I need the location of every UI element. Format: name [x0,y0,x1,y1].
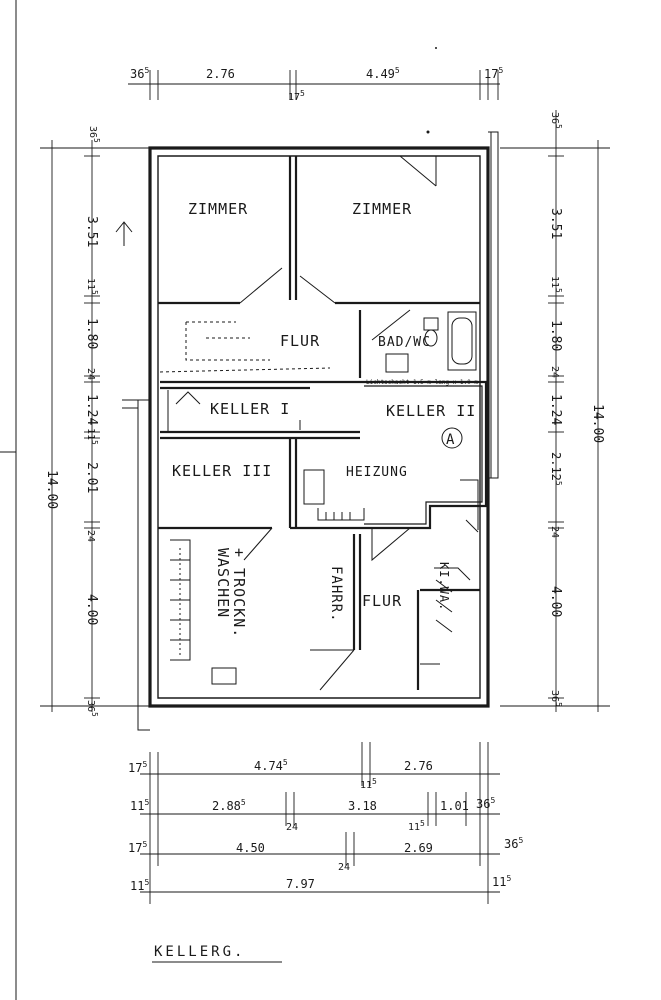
left-light-well [122,399,150,731]
dim-top-e: 175 [288,89,305,103]
dim-bottom-r3-c: 24 [338,862,350,873]
dim-left-t3: 115 [85,278,99,295]
room-label-zimmer-right: ZIMMER [352,200,412,218]
dim-right-r10: 365 [549,690,563,707]
dim-left-t2: 3.51 [84,216,99,247]
dim-left-t8: 2.01 [84,462,99,493]
north-arrow-icon [115,221,133,246]
washbasin [385,353,409,373]
right-dimension-lines [500,110,610,712]
bathtub [447,311,477,371]
dim-bottom-r4-c: 115 [492,874,511,889]
dim-bottom-r2-g: 365 [476,796,495,811]
stray-dot [426,130,430,134]
dim-right-r6: 1.24 [548,394,563,425]
dim-right-total: 14.00 [590,404,605,443]
dim-left-t6: 1.24 [84,394,99,425]
room-label-waschen: WASCHEN [214,548,232,618]
marker-circle [441,427,463,449]
dim-left-t11: 365 [85,700,99,717]
dim-bottom-r3-b: 4.50 [236,841,265,855]
plan-title: KELLERG. [154,944,245,960]
dim-left-total: 14.00 [44,470,59,509]
dim-bottom-r1-c: 115 [360,777,377,791]
marker-label: A [446,432,455,448]
dim-bottom-r2-e: 115 [408,819,425,833]
dim-left-t10: 4.00 [84,594,99,625]
dim-bottom-r1-d: 2.76 [404,759,433,773]
outer-walls [148,146,490,708]
dim-left-t4: 1.80 [84,318,99,349]
dim-left-t7: 115 [85,428,99,445]
dim-top-a: 365 [130,66,149,81]
boiler [303,469,365,521]
dim-right-r9: 4.00 [548,586,563,617]
dim-left-t9: 24 [85,530,96,542]
dim-left-t1: 365 [87,126,101,143]
dim-bottom-r3-e: 365 [504,836,523,851]
room-label-fahrr: FAHRR. [328,566,344,623]
dim-bottom-r1-a: 175 [128,760,147,775]
dim-bottom-r1-b: 4.745 [254,758,288,773]
room-label-flur-bottom: FLUR [362,592,402,610]
dim-bottom-r2-b: 2.885 [212,798,246,813]
corridor-dashes [159,321,331,373]
dim-bottom-r4-b: 7.97 [286,877,315,891]
dim-bottom-r2-f: 1.01 [440,799,469,813]
dim-right-r4: 1.80 [548,320,563,351]
dim-right-r3: 115 [549,276,563,293]
toilet [423,317,439,347]
dim-right-r2: 3.51 [548,208,563,239]
dim-right-r5: 24 [549,366,560,378]
door-swings [167,155,479,691]
dim-right-r1: 365 [549,112,563,129]
room-label-heizung: HEIZUNG [346,465,408,480]
dim-bottom-r3-d: 2.69 [404,841,433,855]
bottom-dimension-lines [140,742,500,904]
drying-racks [170,539,237,685]
dim-right-r8: 24 [549,526,560,538]
dim-right-r7: 2.125 [549,452,563,486]
room-label-keller-1: KELLER I [210,400,290,418]
stray-dot-2 [435,47,437,49]
light-well [488,131,499,479]
dim-top-b: 2.76 [206,67,235,81]
dim-bottom-r2-c: 24 [286,822,298,833]
dim-bottom-r3-a: 175 [128,840,147,855]
dim-top-d: 175 [484,66,503,81]
top-dimension-line [128,70,500,100]
room-label-bad-wc: BAD/WC [378,335,431,350]
room-label-keller-3: KELLER III [172,462,272,480]
room-label-zimmer-left: ZIMMER [188,200,248,218]
room-label-trockn: + TROCKN. [230,548,248,638]
dim-top-c: 4.495 [366,66,400,81]
room-label-kiwa: KI.WA. [437,562,451,611]
dim-bottom-r2-d: 3.18 [348,799,377,813]
wall-note: Lichtschacht 1.5 m lang x 1.0 m [366,379,478,386]
room-label-flur-top: FLUR [280,332,320,350]
dim-bottom-r4-a: 115 [130,878,149,893]
dim-left-t5: 24 [85,368,96,380]
left-dimension-lines [40,140,150,712]
internal-walls [158,156,488,690]
dim-bottom-r2-a: 115 [130,798,149,813]
room-label-keller-2: KELLER II [386,402,476,420]
stair [420,567,471,665]
